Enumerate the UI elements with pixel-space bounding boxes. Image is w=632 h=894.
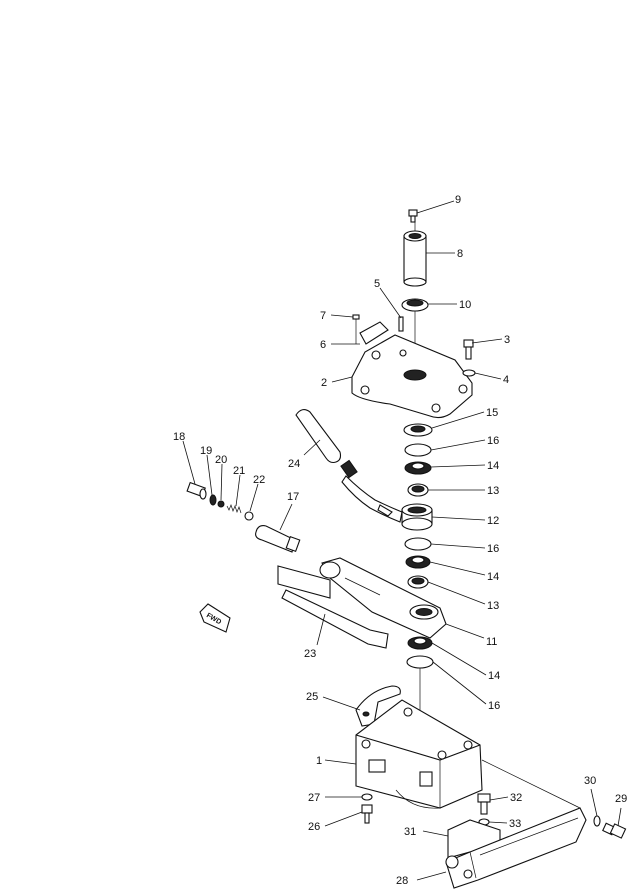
callout-4: 4 bbox=[503, 374, 509, 386]
part-27-washer bbox=[361, 793, 373, 801]
part-16-o-ring bbox=[404, 443, 432, 457]
part-24-knob bbox=[295, 409, 342, 464]
callout-5: 5 bbox=[374, 278, 380, 290]
callout-13: 13 bbox=[487, 485, 499, 497]
part-21-spring bbox=[226, 503, 242, 514]
fwd-arrow-icon: FWD bbox=[199, 603, 231, 633]
callout-8: 8 bbox=[457, 248, 463, 260]
callout-14: 14 bbox=[488, 670, 500, 682]
callout-26: 26 bbox=[308, 821, 320, 833]
callout-19: 19 bbox=[200, 445, 212, 457]
callout-6: 6 bbox=[320, 339, 326, 351]
callout-28: 28 bbox=[396, 875, 408, 887]
callout-27: 27 bbox=[308, 792, 320, 804]
part-1-housing bbox=[355, 699, 483, 809]
callout-1: 1 bbox=[316, 755, 322, 767]
callout-25: 25 bbox=[306, 691, 318, 703]
part-10-bearing bbox=[401, 298, 429, 368]
callout-3: 3 bbox=[504, 334, 510, 346]
part-3-bolt bbox=[463, 339, 474, 360]
part-17-shaft bbox=[255, 525, 301, 553]
part-6-bracket bbox=[359, 321, 389, 345]
part-14-bearing bbox=[404, 461, 432, 475]
part-16-o-ring-mid bbox=[404, 537, 432, 551]
callout-32: 32 bbox=[510, 792, 522, 804]
part-23-guide-plate bbox=[277, 565, 389, 649]
callout-16: 16 bbox=[488, 700, 500, 712]
callout-16: 16 bbox=[487, 543, 499, 555]
callout-33: 33 bbox=[509, 818, 521, 830]
callout-31: 31 bbox=[404, 826, 416, 838]
callout-15: 15 bbox=[486, 407, 498, 419]
part-14-bearing-mid bbox=[405, 555, 431, 569]
callout-30: 30 bbox=[584, 775, 596, 787]
part-8-shaft bbox=[403, 222, 427, 287]
callout-7: 7 bbox=[320, 310, 326, 322]
part-28-base bbox=[445, 807, 587, 889]
part-19-washer bbox=[209, 494, 217, 506]
callout-29: 29 bbox=[615, 793, 627, 805]
part-5-pin bbox=[398, 316, 404, 332]
part-15-bearing-cap bbox=[403, 423, 433, 437]
callout-22: 22 bbox=[253, 474, 265, 486]
callout-23: 23 bbox=[304, 648, 316, 660]
callout-9: 9 bbox=[455, 194, 461, 206]
callout-14: 14 bbox=[487, 571, 499, 583]
callout-11: 11 bbox=[486, 636, 497, 648]
part-26-bolt bbox=[361, 804, 373, 824]
part-14-bearing-lower bbox=[407, 636, 433, 650]
callout-16: 16 bbox=[487, 435, 499, 447]
callout-24: 24 bbox=[288, 458, 300, 470]
callouts: 9 8 5 10 7 3 6 4 2 15 18 16 19 20 24 21 … bbox=[173, 194, 627, 887]
callout-2: 2 bbox=[321, 377, 327, 389]
callout-20: 20 bbox=[215, 454, 227, 466]
lever-arm bbox=[340, 459, 403, 523]
part-13-bearing bbox=[407, 483, 429, 497]
part-18-plug bbox=[186, 481, 207, 500]
callout-13: 13 bbox=[487, 600, 499, 612]
part-13-bearing-mid bbox=[407, 575, 429, 589]
callout-14: 14 bbox=[487, 460, 499, 472]
part-25-bracket bbox=[355, 685, 401, 727]
part-11-lever bbox=[319, 557, 447, 639]
part-30-washer bbox=[593, 815, 601, 827]
callout-10: 10 bbox=[459, 299, 471, 311]
callout-18: 18 bbox=[173, 431, 185, 443]
callout-12: 12 bbox=[487, 515, 499, 527]
part-32-bolt bbox=[477, 793, 491, 815]
callout-21: 21 bbox=[233, 465, 245, 477]
part-22-ball bbox=[244, 511, 254, 521]
part-7-screw bbox=[352, 314, 360, 344]
part-29-bolt bbox=[602, 822, 627, 839]
callout-17: 17 bbox=[287, 491, 299, 503]
part-2-cover-plate bbox=[351, 334, 473, 419]
part-9-bolt bbox=[408, 209, 418, 223]
part-20-ball bbox=[217, 500, 225, 508]
part-4-washer bbox=[462, 369, 476, 377]
part-12-collar bbox=[401, 503, 433, 531]
leader-lines bbox=[182, 200, 622, 881]
